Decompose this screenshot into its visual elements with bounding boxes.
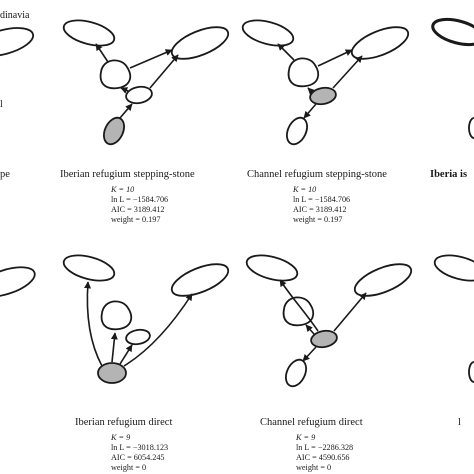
edge-iberia-britain	[84, 281, 103, 367]
stat-aic: AIC = 3189.412	[111, 205, 165, 214]
stats-channel-stepping-stone: K = 10 ln L = −1584.706 AIC = 3189.412 w…	[293, 185, 350, 225]
edge-central-scandinavia	[317, 49, 353, 67]
node-britain	[433, 254, 474, 282]
node-central-europe	[100, 300, 133, 331]
edge-central-britain	[95, 43, 109, 63]
edge-channel-central	[120, 87, 129, 94]
node-scandinavia	[170, 263, 230, 297]
node-iberia	[468, 361, 474, 383]
node-britain	[245, 254, 299, 282]
node-scandinavia	[353, 263, 413, 297]
label-scandinavia-fragment: dinavia	[0, 10, 30, 21]
edge-channel-scandinavia	[332, 55, 363, 89]
edge-central-britain	[277, 43, 295, 61]
node-britain	[241, 19, 295, 47]
panel-channel-stepping-stone	[241, 19, 410, 146]
node-channel	[125, 328, 151, 346]
stat-lnl: ln L = −1584.706	[293, 195, 351, 204]
edge-channel-central	[305, 324, 315, 335]
stat-k: K = 9	[111, 433, 131, 442]
node-scandinavia	[170, 26, 230, 60]
caption-channel-direct: Channel refugium direct	[260, 417, 363, 428]
panel-left-bottom	[0, 266, 36, 298]
stat-weight: weight = 0.197	[293, 215, 343, 224]
edge-channel-britain	[279, 279, 319, 332]
node-iberia	[285, 358, 307, 388]
node-britain	[62, 19, 116, 47]
stat-aic: AIC = 3189.412	[293, 205, 347, 214]
stat-k: K = 10	[111, 185, 135, 194]
node-scandinavia	[0, 266, 36, 298]
stat-aic: AIC = 4590.656	[296, 453, 350, 462]
edge-channel-scandinavia	[149, 54, 179, 89]
panel-left-top	[0, 27, 35, 57]
stat-weight: weight = 0	[296, 463, 332, 472]
node-iberia	[286, 116, 308, 146]
panel-right-bottom	[433, 254, 474, 383]
stat-k: K = 9	[296, 433, 316, 442]
edge-channel-scandinavia	[333, 292, 367, 332]
edge-channel-iberia	[302, 346, 317, 362]
stat-weight: weight = 0.197	[111, 215, 161, 224]
stat-weight: weight = 0	[111, 463, 147, 472]
stats-iberian-stepping-stone: K = 10 ln L = −1584.706 AIC = 3189.412 w…	[111, 185, 168, 225]
edge-iberia-scandinavia	[123, 293, 193, 367]
node-britain	[62, 254, 116, 282]
panel-channel-direct	[245, 254, 413, 388]
stat-lnl: ln L = −1584.706	[111, 195, 169, 204]
node-scandinavia	[0, 27, 35, 57]
node-central-europe	[282, 296, 315, 327]
label-fragment: l	[0, 99, 3, 110]
edge-central-scandinavia	[129, 49, 173, 69]
node-channel	[310, 329, 338, 349]
node-iberia	[103, 116, 125, 146]
stats-iberian-direct: K = 9 ln L = −3018.123 AIC = 6054.245 we…	[111, 433, 168, 473]
caption-right-top-fragment: Iberia is	[430, 169, 468, 180]
node-scandinavia	[350, 26, 410, 60]
stat-k: K = 10	[293, 185, 317, 194]
caption-iberian-stepping-stone: Iberian refugium stepping-stone	[60, 169, 195, 180]
node-central-europe	[99, 59, 132, 90]
panel-right-top	[431, 17, 474, 139]
node-channel	[309, 86, 337, 106]
edge-channel-central	[307, 87, 315, 95]
caption-left-top-fragment: pe	[0, 169, 10, 180]
stat-lnl: ln L = −2286.328	[296, 443, 354, 452]
edge-iberia-channel	[119, 103, 133, 119]
node-iberia	[97, 362, 127, 384]
stat-lnl: ln L = −3018.123	[111, 443, 169, 452]
node-britain	[431, 17, 474, 47]
stats-channel-direct: K = 9 ln L = −2286.328 AIC = 4590.656 we…	[296, 433, 353, 473]
stat-aic: AIC = 6054.245	[111, 453, 165, 462]
caption-iberian-direct: Iberian refugium direct	[75, 417, 173, 428]
panel-iberian-stepping-stone	[62, 19, 230, 146]
node-iberia	[468, 117, 474, 139]
edge-iberia-central	[110, 332, 118, 363]
caption-channel-stepping-stone: Channel refugium stepping-stone	[247, 169, 387, 180]
node-channel	[125, 85, 153, 105]
edge-channel-iberia	[303, 103, 317, 119]
node-central-europe	[287, 57, 320, 88]
edge-iberia-channel	[119, 344, 133, 365]
panel-iberian-direct	[62, 254, 230, 384]
caption-right-bottom-fragment: l	[458, 417, 461, 428]
